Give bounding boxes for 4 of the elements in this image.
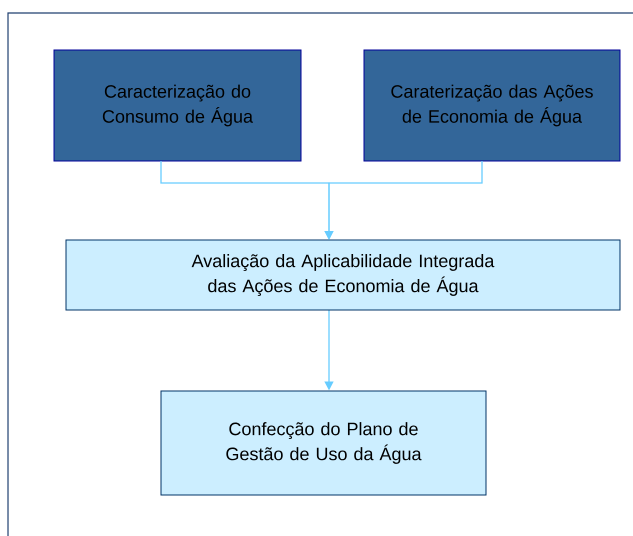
- process-box: Caraterização das Ações de Economia de Água: [364, 50, 620, 162]
- process-box: Avaliação da Aplicabilidade Integrada das Ações de Economia de Água: [66, 240, 620, 310]
- process-box: Caracterização do Consumo de Água: [54, 50, 302, 162]
- process-box: Confecção do Plano de Gestão de Uso da Água: [160, 390, 486, 496]
